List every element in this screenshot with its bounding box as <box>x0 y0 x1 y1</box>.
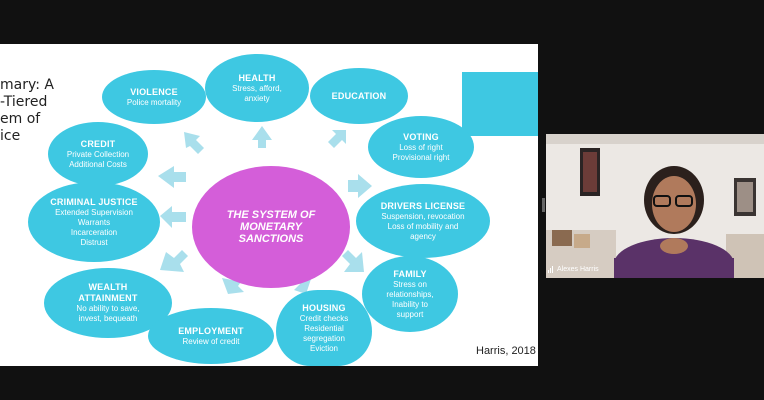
bubble-violence-line: Police mortality <box>126 97 182 107</box>
bubble-credit: CREDIT Private Collection Additional Cos… <box>48 122 148 186</box>
bubble-family-line: Stress on <box>393 279 427 289</box>
bubble-health-title: HEALTH <box>238 72 276 83</box>
arrow-left-icon <box>158 166 186 188</box>
slide-accent-rectangle <box>462 72 538 136</box>
shared-slide: mary: A -Tiered em of ice VIOLENCE Polic… <box>0 44 538 366</box>
bubble-family-title: FAMILY <box>393 268 427 279</box>
bubble-drivers-license-line: agency <box>410 231 436 241</box>
bubble-employment-title: EMPLOYMENT <box>178 325 244 336</box>
bubble-criminal-justice: CRIMINAL JUSTICE Extended Supervision Wa… <box>28 182 160 262</box>
bubble-housing-line: Credit checks <box>299 313 349 323</box>
arrow-right-icon <box>348 174 372 198</box>
bubble-credit-title: CREDIT <box>80 138 116 149</box>
participant-name-label: Alexes Harris <box>548 266 599 273</box>
center-line: THE SYSTEM OF <box>226 209 316 221</box>
signal-bars-icon <box>548 266 554 273</box>
bubble-health-line: anxiety <box>244 93 270 103</box>
bubble-family-line: Inability to <box>391 299 429 309</box>
arrow-down-right-icon <box>342 250 364 272</box>
bubble-wealth-attainment-title: WEALTH ATTAINMENT <box>78 282 138 303</box>
participant-video-feed <box>546 134 764 278</box>
arrow-left-icon <box>160 206 186 228</box>
bubble-health: HEALTH Stress, afford, anxiety <box>205 54 309 122</box>
slide-summary-text: mary: A -Tiered em of ice <box>0 77 54 144</box>
bubble-credit-line: Additional Costs <box>69 159 127 169</box>
bubble-family-line: support <box>396 309 424 319</box>
bubble-family-line: relationships, <box>386 289 434 299</box>
bubble-education-title: EDUCATION <box>331 90 387 101</box>
bubble-employment: EMPLOYMENT Review of credit <box>148 308 274 364</box>
bubble-health-line: Stress, afford, <box>232 83 282 93</box>
bubble-voting-line: Provisional right <box>392 152 450 162</box>
bubble-drivers-license: DRIVERS LICENSE Suspension, revocation L… <box>356 184 490 258</box>
panel-resize-handle[interactable] <box>542 198 545 212</box>
bubble-voting-line: Loss of right <box>399 142 443 152</box>
center-topic-monetary-sanctions: THE SYSTEM OF MONETARY SANCTIONS <box>192 166 350 288</box>
bubble-education: EDUCATION <box>310 68 408 124</box>
bubble-criminal-justice-line: Distrust <box>80 237 108 247</box>
bubble-drivers-license-line: Loss of mobility and <box>387 221 459 231</box>
bubble-violence: VIOLENCE Police mortality <box>102 70 206 124</box>
bubble-housing-line: segregation <box>303 333 345 343</box>
arrow-up-left-icon <box>184 132 204 154</box>
bubble-wealth-attainment-line: No ability to save, <box>76 304 140 313</box>
bubble-housing-line: Residential <box>304 323 344 333</box>
bubble-credit-line: Private Collection <box>66 149 130 159</box>
bubble-housing-line: Eviction <box>309 343 338 353</box>
bubble-housing-title: HOUSING <box>302 302 346 313</box>
bubble-criminal-justice-title: CRIMINAL JUSTICE <box>50 196 138 207</box>
bubble-drivers-license-line: Suspension, revocation <box>381 211 465 221</box>
bubble-family: FAMILY Stress on relationships, Inabilit… <box>362 256 458 332</box>
bubble-criminal-justice-line: Warrants <box>77 217 111 227</box>
participant-name: Alexes Harris <box>557 266 599 273</box>
arrow-up-right-icon <box>328 130 346 148</box>
bubble-violence-title: VIOLENCE <box>130 86 178 97</box>
participant-video-tile[interactable] <box>546 134 764 278</box>
arrow-down-left-icon <box>160 250 188 272</box>
bubble-drivers-license-title: DRIVERS LICENSE <box>380 200 466 211</box>
bubble-criminal-justice-line: Extended Supervision <box>55 207 133 217</box>
arrow-up-icon <box>252 126 272 148</box>
bubble-wealth-attainment-line: invest, bequeath <box>78 314 138 323</box>
center-line: MONETARY <box>240 221 302 233</box>
bubble-criminal-justice-line: Incarceration <box>70 227 118 237</box>
bubble-housing: HOUSING Credit checks Residential segreg… <box>276 290 372 366</box>
bubble-voting-title: VOTING <box>403 131 439 142</box>
bubble-voting: VOTING Loss of right Provisional right <box>368 116 474 178</box>
bubble-employment-line: Review of credit <box>182 336 240 346</box>
slide-citation: Harris, 2018 <box>476 345 536 357</box>
center-line: SANCTIONS <box>238 233 304 245</box>
